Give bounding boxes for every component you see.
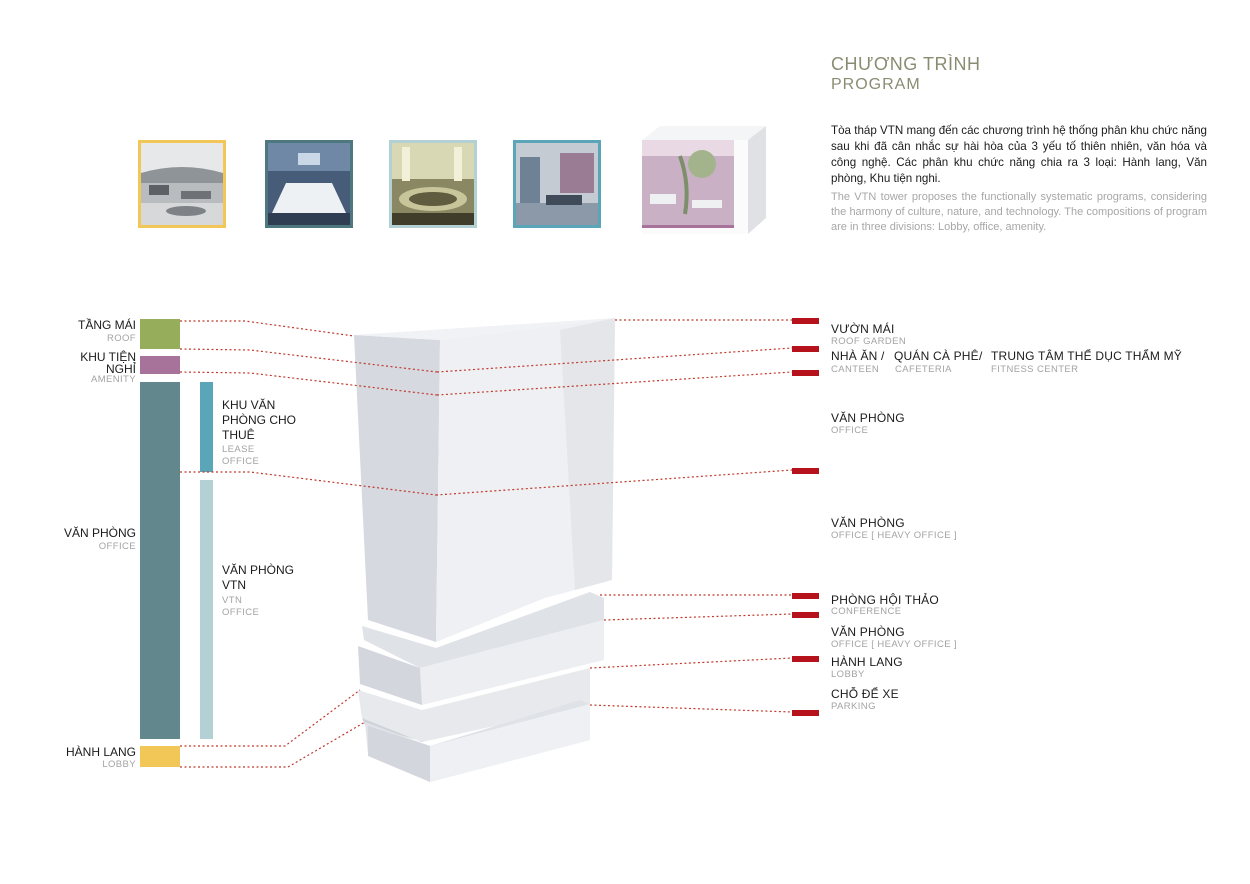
legend-office-sub: OFFICE bbox=[98, 541, 136, 552]
slab-parking-front bbox=[430, 704, 590, 782]
tower-front-shade bbox=[560, 318, 615, 590]
legend-amenity-sub: AMENITY bbox=[90, 374, 136, 385]
lease-office-line1: KHU VĂN bbox=[222, 398, 276, 412]
legend-lease-office-label: KHU VĂN PHÒNG CHO THUÊ bbox=[222, 398, 322, 443]
marker-parking bbox=[792, 710, 819, 716]
label-canteen-sub: CANTEEN bbox=[831, 364, 880, 375]
label-office-2-sub: OFFICE [ HEAVY OFFICE ] bbox=[831, 530, 958, 541]
tower-upper-left-face bbox=[354, 335, 440, 642]
lobby-photo-icon bbox=[141, 143, 223, 225]
legend-lease-office-swatch bbox=[200, 382, 213, 472]
legend-lobby-label: HÀNH LANG bbox=[65, 745, 136, 759]
label-lobby: HÀNH LANG bbox=[831, 655, 903, 669]
slab-conference bbox=[362, 592, 604, 668]
vtn-office-sub1: VTN bbox=[222, 595, 243, 606]
description-english: The VTN tower proposes the functionally … bbox=[831, 191, 1207, 233]
legend-roof-label: TẦNG MÁI bbox=[77, 318, 136, 332]
right-leader-lines bbox=[435, 319, 793, 713]
legend-amenity-swatch bbox=[140, 356, 180, 374]
vtn-office-line1: VĂN PHÒNG bbox=[222, 563, 295, 577]
slab-parking-side bbox=[368, 726, 430, 782]
marker-lobby bbox=[792, 656, 819, 662]
label-office-3-sub: OFFICE [ HEAVY OFFICE ] bbox=[831, 639, 958, 650]
marker-office-lower bbox=[792, 612, 819, 618]
page-subtitle: PROGRAM bbox=[831, 76, 921, 93]
marker-roof-garden bbox=[792, 318, 819, 324]
label-parking: CHỖ ĐỂ XE bbox=[831, 687, 899, 701]
lease-office-sub2: OFFICE bbox=[222, 456, 260, 467]
page-title: CHƯƠNG TRÌNH bbox=[831, 54, 981, 74]
legend-office-label: VĂN PHÒNG bbox=[63, 526, 136, 540]
label-cafeteria-sub: CAFETERIA bbox=[895, 364, 952, 375]
label-office-1: VĂN PHÒNG bbox=[831, 411, 905, 425]
label-fitness: TRUNG TÂM THỂ DỤC THẨM MỸ bbox=[991, 349, 1183, 363]
vtn-office-line2: VTN bbox=[222, 578, 246, 592]
conference-hall-photo-icon bbox=[392, 143, 474, 225]
thumbnail-lobby bbox=[138, 140, 226, 228]
marker-conference bbox=[792, 593, 819, 599]
marker-canteen bbox=[792, 346, 819, 352]
label-office-2: VĂN PHÒNG bbox=[831, 516, 905, 530]
thumbnail-meeting-room bbox=[265, 140, 353, 228]
lease-office-line2: PHÒNG CHO bbox=[222, 413, 297, 427]
legend-vtn-office-swatch bbox=[200, 480, 213, 739]
thumbnail-conference-hall bbox=[389, 140, 477, 228]
legend-vtn-office-label: VĂN PHÒNG VTN bbox=[222, 563, 322, 593]
tower-upper-top-face bbox=[354, 318, 615, 340]
label-office-3: VĂN PHÒNG bbox=[831, 625, 905, 639]
legend-office-swatch bbox=[140, 382, 180, 739]
description-vietnamese: Tòa tháp VTN mang đến các chương trình h… bbox=[831, 124, 1207, 185]
label-conference: PHÒNG HỘI THẢO bbox=[831, 593, 939, 607]
label-cafeteria: QUÁN CÀ PHÊ bbox=[894, 349, 979, 363]
label-fitness-sub: FITNESS CENTER bbox=[991, 364, 1079, 375]
marker-amenity-bottom bbox=[792, 370, 819, 376]
vtn-office-sub2: OFFICE bbox=[222, 607, 260, 618]
legend-amenity-label-line2: NGHỈ bbox=[106, 362, 136, 376]
meeting-room-photo-icon bbox=[268, 143, 350, 225]
marker-office-split bbox=[792, 468, 819, 474]
slab-conference-side bbox=[358, 646, 422, 705]
label-roof-garden-sub: ROOF GARDEN bbox=[831, 336, 907, 347]
left-leader-lines bbox=[179, 320, 438, 768]
label-roof-garden: VƯỜN MÁI bbox=[831, 322, 895, 336]
office-photo-icon bbox=[516, 143, 598, 225]
slab-lobby bbox=[358, 668, 590, 742]
legend-lease-office-sub: LEASE OFFICE bbox=[222, 444, 259, 468]
separator-2: / bbox=[979, 349, 983, 363]
label-canteen: NHÀ ĂN bbox=[831, 349, 878, 363]
legend-amenity-label-line1: KHU TIỆN bbox=[80, 350, 136, 364]
separator-1: / bbox=[881, 349, 885, 363]
label-conference-sub: CONFERENCE bbox=[831, 606, 902, 617]
lease-office-line3: THUÊ bbox=[222, 428, 255, 442]
thumbnail-office bbox=[513, 140, 601, 228]
legend-roof-swatch bbox=[140, 319, 180, 349]
lease-office-sub1: LEASE bbox=[222, 444, 255, 455]
slab-conference-front bbox=[420, 620, 604, 705]
legend-vtn-office-sub: VTN OFFICE bbox=[222, 595, 259, 619]
legend-lobby-sub: LOBBY bbox=[102, 759, 136, 770]
thumbnail-amenity bbox=[642, 126, 766, 234]
label-office-1-sub: OFFICE bbox=[831, 425, 869, 436]
label-lobby-sub: LOBBY bbox=[831, 669, 865, 680]
label-parking-sub: PARKING bbox=[831, 701, 876, 712]
legend-lobby-swatch bbox=[140, 746, 180, 767]
legend-roof-sub: ROOF bbox=[106, 333, 136, 344]
